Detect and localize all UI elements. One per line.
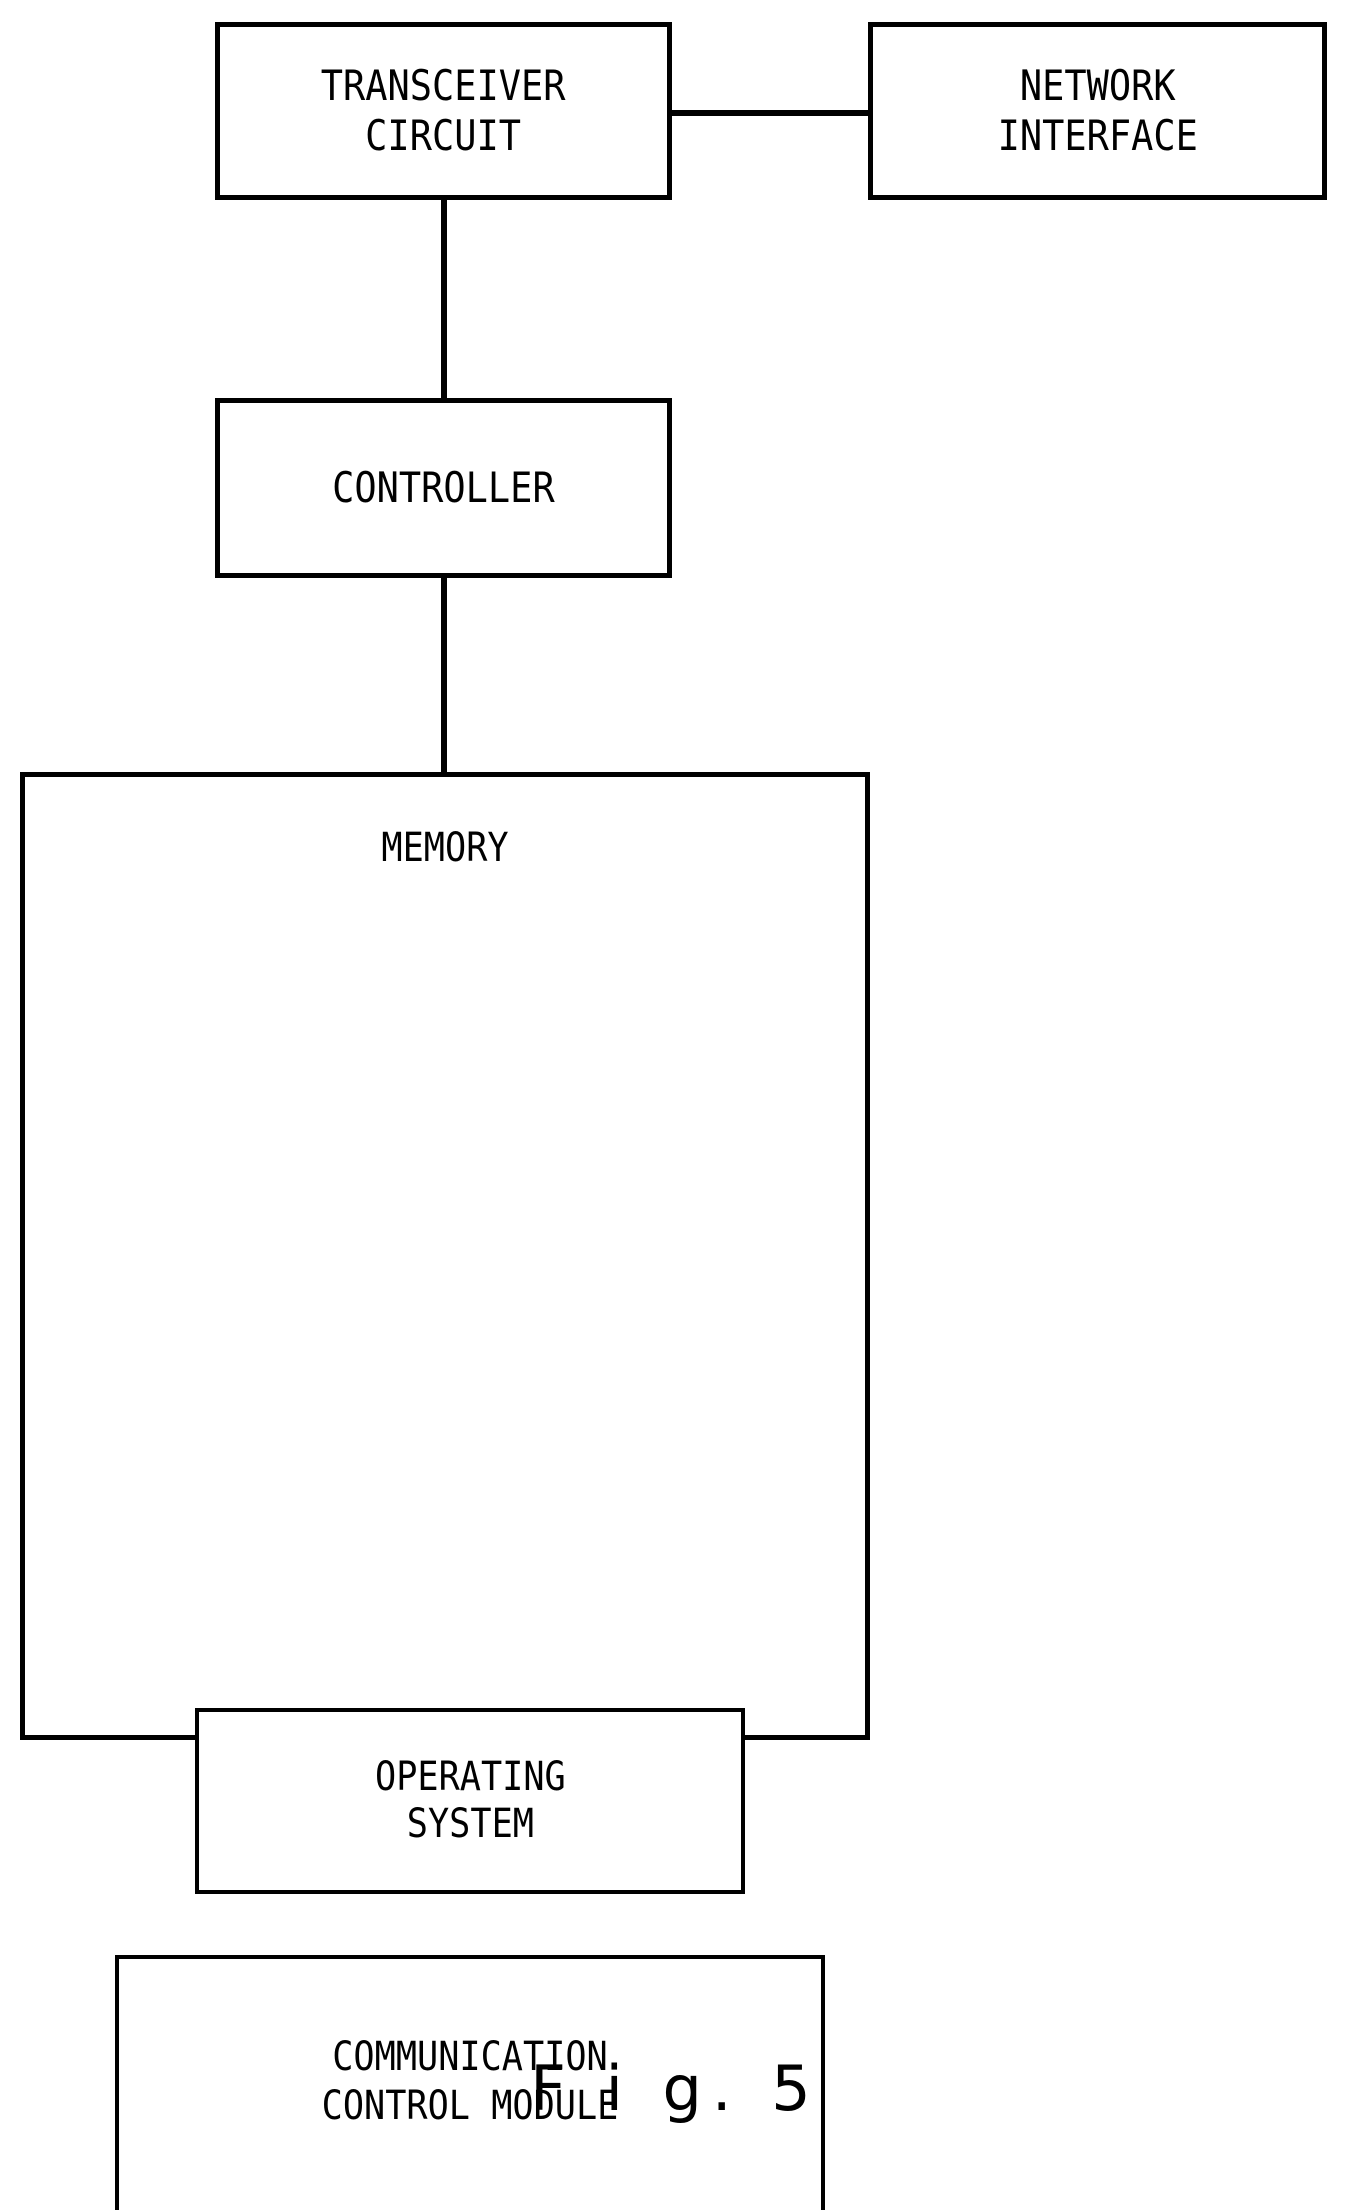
block-label-memory: MEMORY: [381, 825, 509, 871]
block-label-controller: CONTROLLER: [332, 463, 555, 513]
block-communication-control-module: COMMUNICATION CONTROL MODULE TRANSCEIVER…: [115, 1955, 825, 2210]
block-label-network-interface: NETWORK INTERFACE: [997, 61, 1198, 160]
block-label-communication-control-module: COMMUNICATION CONTROL MODULE: [321, 2034, 619, 2129]
block-memory: MEMORY OPERATING SYSTEM COMMUNICATION CO…: [20, 772, 870, 2210]
connector-transceiver-circuit-to-network-interface: [668, 110, 872, 116]
block-operating-system: OPERATING SYSTEM: [195, 1708, 745, 1894]
block-label-transceiver-circuit: TRANSCEIVER CIRCUIT: [321, 61, 566, 160]
connector-controller-to-memory: [441, 574, 447, 776]
block-controller: CONTROLLER: [215, 398, 672, 578]
connector-transceiver-circuit-to-controller: [441, 196, 447, 402]
block-network-interface: NETWORK INTERFACE: [868, 22, 1327, 200]
block-transceiver-circuit: TRANSCEIVER CIRCUIT: [215, 22, 672, 200]
block-label-operating-system: OPERATING SYSTEM: [374, 1753, 566, 1847]
figure-caption: F i g. 5: [530, 2052, 821, 2125]
